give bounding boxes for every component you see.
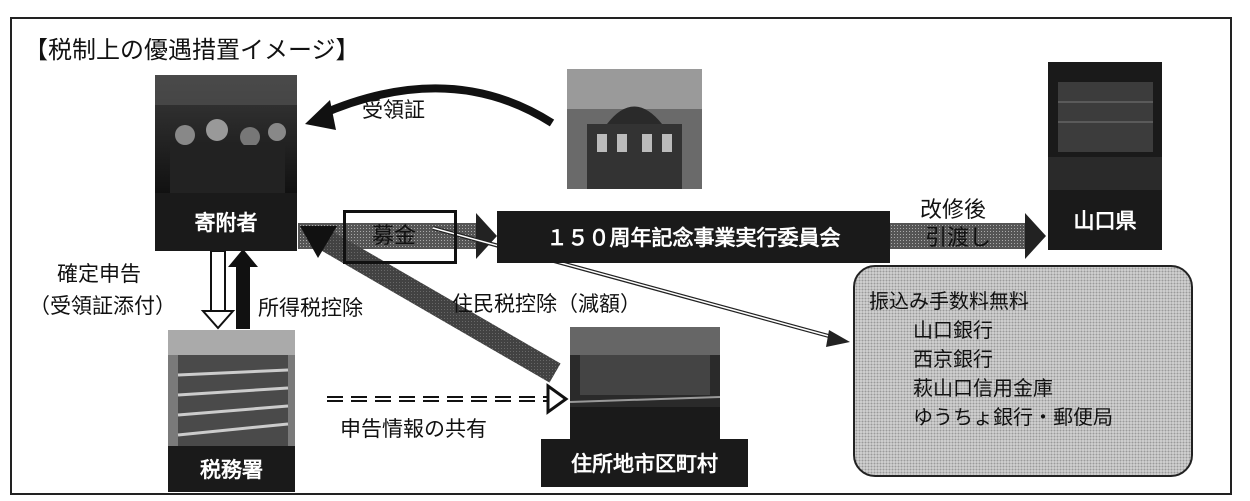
committee-photo <box>567 69 702 189</box>
bank-item: 萩山口信用金庫 <box>913 376 1053 400</box>
receipt-arrow <box>318 84 555 127</box>
income-tax-arrow-head <box>228 249 258 267</box>
info-sharing-label: 申告情報の共有 <box>340 417 487 441</box>
tax-office-photo <box>168 330 295 446</box>
resident-tax-arrow-head <box>300 226 337 258</box>
bank-item: ゆうちょ銀行・郵便局 <box>913 405 1113 429</box>
income-tax-arrow-shaft <box>236 265 250 329</box>
donation-label: 募金 <box>372 224 417 249</box>
prefecture-label: 山口県 <box>1048 190 1162 250</box>
municipality-photo <box>570 327 720 439</box>
filing-label-line2: （受領証添付） <box>29 294 176 318</box>
transfer-arrow-shaft <box>890 223 1025 249</box>
receipt-label: 受領証 <box>362 98 425 122</box>
donor-photo <box>155 75 297 193</box>
committee-label: １５０周年記念事業実行委員会 <box>497 211 890 263</box>
prefecture-photo <box>1048 62 1162 190</box>
donation-arrow-head <box>476 213 497 259</box>
fee-free-box: 振込み手数料無料 山口銀行 西京銀行 萩山口信用金庫 ゆうちょ銀行・郵便局 <box>853 265 1193 477</box>
filing-arrow-head <box>200 310 236 330</box>
filing-label-line1: 確定申告 <box>57 262 141 286</box>
resident-tax-deduction-label: 住民税控除（減額） <box>452 292 641 316</box>
transfer-label-line1: 改修後 <box>920 198 987 223</box>
receipt-arrow-head <box>305 100 336 130</box>
municipality-label: 住所地市区町村 <box>541 439 748 487</box>
bank-item: 山口銀行 <box>913 318 993 342</box>
transfer-arrow-head <box>1025 213 1046 259</box>
transfer-label-line2: 引渡し <box>925 226 992 251</box>
bank-item: 西京銀行 <box>913 347 993 371</box>
filing-arrow-shaft <box>210 250 226 314</box>
bank-connector-head <box>826 330 850 347</box>
income-tax-deduction-label: 所得税控除 <box>258 296 363 320</box>
tax-office-label: 税務署 <box>168 446 295 492</box>
info-sharing-arrow-head <box>546 383 569 415</box>
donor-label: 寄附者 <box>155 193 297 251</box>
donation-highlight-box <box>343 210 457 264</box>
fee-free-heading: 振込み手数料無料 <box>869 289 1029 313</box>
diagram-title: 【税制上の優遇措置イメージ】 <box>24 36 360 64</box>
